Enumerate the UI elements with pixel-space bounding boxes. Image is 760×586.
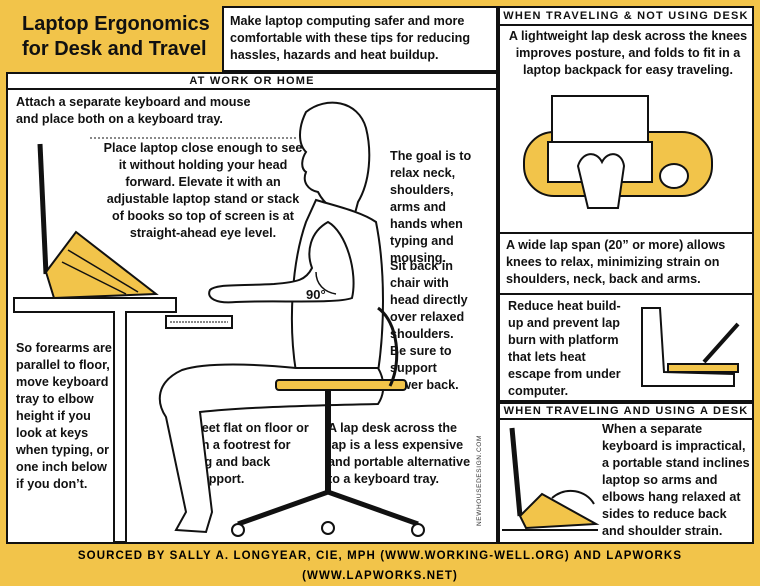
stand-platform [518,492,600,530]
intro-panel [222,6,498,72]
lap-platform [667,363,739,373]
design-credit: NEWHOUSEDESIGN.COM [476,435,483,526]
tip-wide-span: A wide lap span (20” or more) allows kne… [506,238,726,286]
laptop-screen [37,143,49,275]
desk-scene-illustration [13,101,425,543]
chair-base [237,489,419,527]
hands-icon [576,153,626,209]
chair-seat [275,379,407,391]
stand-laptop-screen [509,427,523,517]
travel-no-desk-panel [498,6,754,402]
title-panel [8,8,222,72]
tip-keyboard: Attach a separate keyboard and mouse and… [16,95,251,126]
person-arm [208,220,355,304]
tip-lap-desk-alt: A lap desk across the lap is a less expe… [328,421,471,486]
elbow-angle-arc [315,271,337,295]
laptop-side [702,322,740,364]
tip-lightweight: A lightweight lap desk across the knees … [508,29,748,77]
footer-sources: SOURCED BY SALLY A. LONGYEAR, CIE, MPH (… [77,550,683,582]
tip-goal: The goal is to relax neck, shoulders, ar… [390,149,472,265]
person-legs [158,363,385,534]
tip-heat: Reduce heat build-up and prevent lap bur… [508,299,621,398]
lap-platform-illustration [641,307,740,387]
laptop-lid [551,95,649,143]
section-travel-no-desk: WHEN TRAVELING & NOT USING DESK [498,6,754,26]
divider-wide-span [498,232,754,234]
chair-back [377,306,399,387]
mouse-pad-icon [659,163,689,189]
elbow-angle-label: 90° [306,287,326,302]
person-side [641,307,735,387]
section-work-home: AT WORK OR HOME [6,72,498,90]
title-line-2: for Desk and Travel [22,38,207,60]
intro-text: Make laptop computing safer and more com… [230,14,471,62]
divider-heat [498,293,754,295]
laptop-stand-illustration [502,427,600,531]
lap-desk-illustration [523,95,713,209]
tip-stand: When a separate keyboard is impractical,… [602,422,750,538]
tip-forearms: So forearms are parallel to floor, move … [16,341,112,491]
tip-laptop-height: Place laptop close enough to see it with… [103,141,303,240]
laptop-stand [44,230,159,300]
title-line-1: Laptop Ergonomics [22,13,210,35]
person-head [299,101,371,219]
desk [13,297,177,543]
stand-hand [551,489,595,505]
tip-sit-back: Sit back in chair with head directly ove… [390,259,468,392]
section-travel-desk: WHEN TRAVELING AND USING A DESK [498,402,754,420]
